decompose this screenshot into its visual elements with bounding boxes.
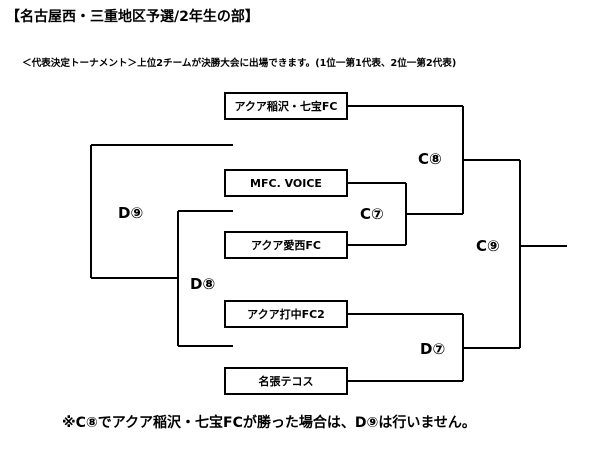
team-box: 名張テコス	[224, 367, 348, 395]
match-label-d8: D⑧	[190, 275, 216, 293]
match-label-c8: C⑧	[418, 150, 442, 168]
team-box: MFC. VOICE	[224, 169, 348, 197]
team-box: アクア愛西FC	[224, 231, 348, 259]
team-box: アクア稲沢・七宝FC	[224, 92, 348, 120]
page-subtitle: ＜代表決定トーナメント＞上位2チームが決勝大会に出場できます。(1位一第1代表、…	[22, 58, 457, 69]
match-label-c9: C⑨	[476, 237, 500, 255]
match-label-c7: C⑦	[360, 205, 384, 223]
page-title: 【名古屋西・三重地区予選/2年生の部】	[6, 9, 259, 25]
team-box: アクア打中FC2	[224, 300, 348, 328]
footer-note: ※C⑧でアクア稲沢・七宝FCが勝った場合は、D⑨は行いません。	[62, 415, 476, 431]
match-label-d9: D⑨	[118, 204, 144, 222]
match-label-d7: D⑦	[420, 340, 446, 358]
